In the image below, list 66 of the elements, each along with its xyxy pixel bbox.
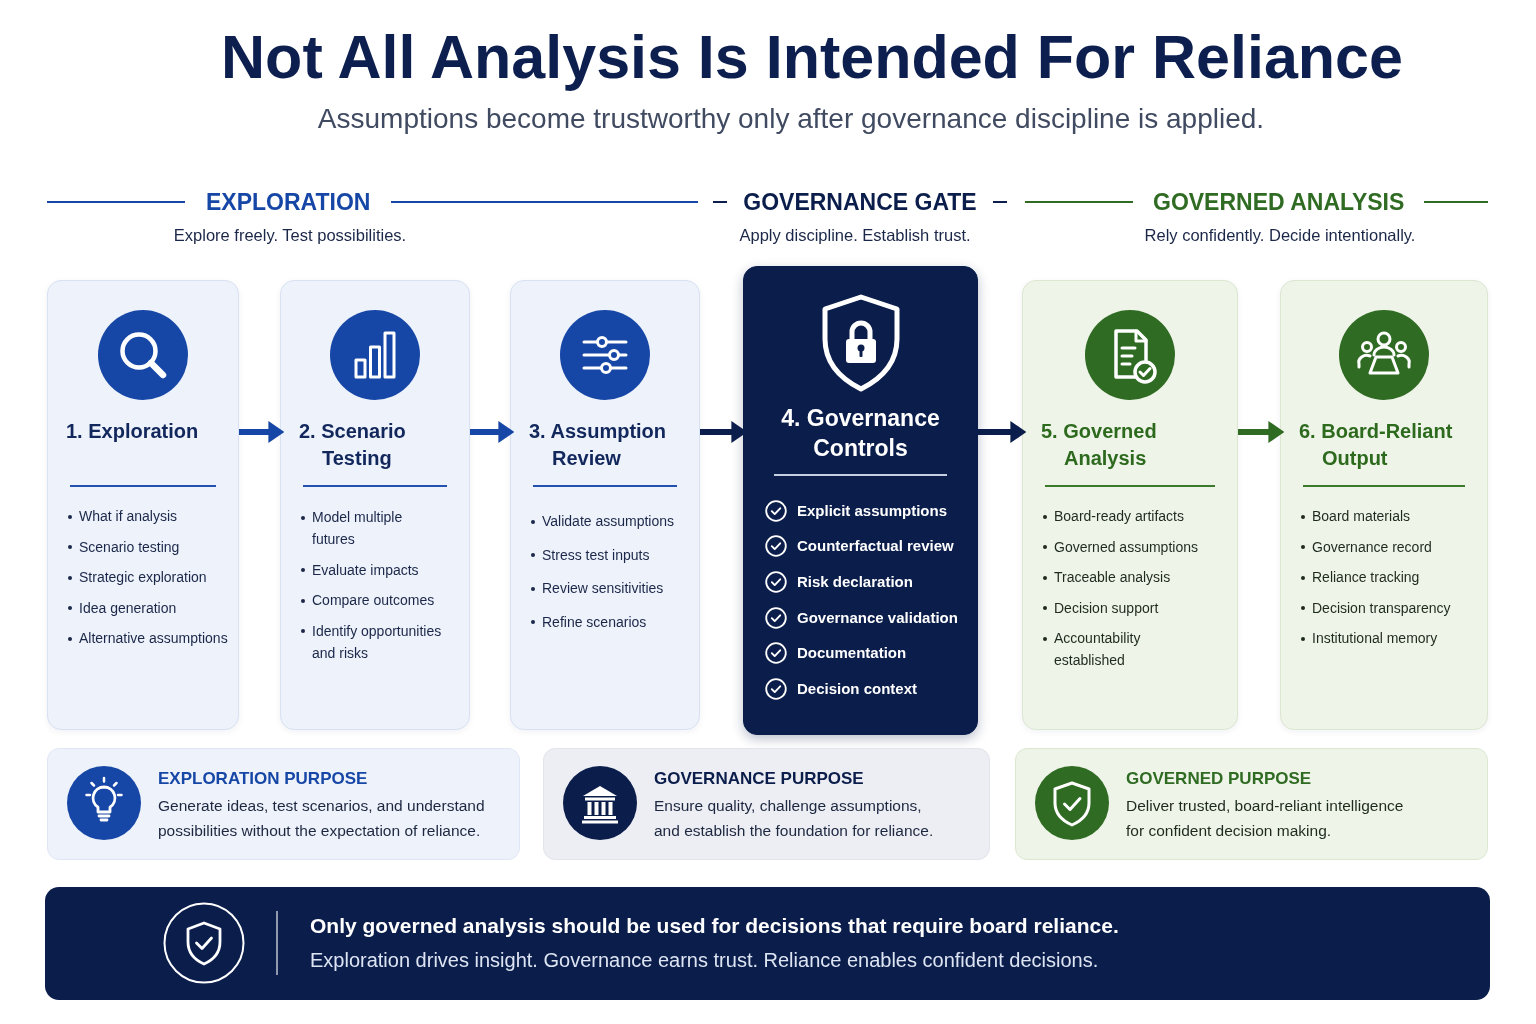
arrow [700, 421, 748, 443]
list-item: Governance record [1301, 535, 1432, 558]
page-title: Not All Analysis Is Intended For Reliance [221, 24, 1403, 91]
list-item: Accountability established [1043, 627, 1204, 671]
purpose-panel [47, 748, 520, 860]
stage-card [1280, 280, 1488, 730]
list-item: Decision context [797, 678, 918, 699]
purpose-panel [1015, 748, 1488, 860]
list-item: Risk declaration [797, 572, 913, 592]
section-heading: EXPLORATION [206, 188, 371, 216]
section-heading: GOVERNED ANALYSIS [1153, 188, 1405, 216]
list-item: Decision support [1043, 596, 1159, 619]
arrow [978, 421, 1027, 443]
stage-card [280, 280, 470, 730]
purpose-panel [543, 748, 990, 860]
panel-heading: GOVERNED PURPOSE [1126, 769, 1312, 789]
list-item: Traceable analysis [1043, 566, 1171, 588]
list-item: Identify opportunities and risks [301, 619, 446, 664]
section-tagline: Apply discipline. Establish trust. [739, 225, 971, 245]
list-item: Governed assumptions [1043, 535, 1198, 558]
stage-card [510, 280, 700, 730]
list-item: Stress test inputs [531, 543, 650, 566]
panel-text: Generate ideas, test scenarios, and understand possibilities without the expectation of reliance. [158, 796, 486, 841]
list-item: Decision transparency [1301, 596, 1451, 619]
arrow [470, 421, 515, 443]
card-heading: 1. Exploration [66, 419, 199, 444]
list-item: Board materials [1301, 505, 1411, 527]
list-item: Validate assumptions [531, 510, 675, 532]
panel-heading: EXPLORATION PURPOSE [158, 769, 368, 789]
card-heading: 5. Governed Analysis [1041, 419, 1158, 471]
list-item: What if analysis [68, 505, 178, 527]
list-item: Board-ready artifacts [1043, 505, 1184, 527]
list-item: Compare outcomes [301, 589, 435, 611]
list-item: Scenario testing [68, 535, 180, 558]
page-subtitle: Assumptions become trustworthy only after governance discipline is applied. [317, 102, 1265, 136]
list-item: Evaluate impacts [301, 558, 419, 581]
list-item: Alternative assumptions [68, 627, 228, 649]
card-heading: 2. Scenario Testing [299, 419, 407, 471]
list-item: Counterfactual review [797, 536, 954, 557]
section-tagline: Rely confidently. Decide intentionally. [1144, 225, 1416, 245]
list-item: Review sensitivities [531, 577, 664, 599]
card-heading: 3. Assumption Review [529, 419, 668, 471]
list-item: Model multiple futures [301, 506, 446, 550]
banner-text: Exploration drives insight. Governance earns trust. Reliance enables confident decisions. [310, 948, 1099, 972]
gate-card [743, 266, 978, 735]
stage-card [1022, 280, 1238, 730]
banner-heading: Only governed analysis should be used for decisions that require board reliance. [310, 913, 1119, 939]
section-heading: GOVERNANCE GATE [743, 188, 977, 216]
panel-heading: GOVERNANCE PURPOSE [654, 769, 864, 789]
panel-text: Deliver trusted, board-reliant intelligence for confident decision making. [1126, 796, 1405, 841]
list-item: Strategic exploration [68, 566, 207, 588]
arrow [239, 421, 285, 443]
list-item: Institutional memory [1301, 627, 1438, 649]
list-item: Reliance tracking [1301, 566, 1420, 588]
list-item: Documentation [797, 643, 907, 664]
list-item: Governance validation [797, 607, 958, 628]
panel-text: Ensure quality, challenge assumptions, and establish the foundation for reliance. [654, 796, 935, 841]
card-heading: 6. Board-Reliant Output [1299, 419, 1454, 471]
section-tagline: Explore freely. Test possibilities. [173, 225, 407, 245]
list-item: Refine scenarios [531, 610, 647, 633]
card-heading: 4. Governance Controls [780, 404, 941, 463]
list-item: Explicit assumptions [797, 500, 948, 521]
arrow [1238, 421, 1285, 443]
stage-card [47, 280, 239, 730]
message-banner [45, 887, 1490, 1000]
list-item: Idea generation [68, 596, 177, 619]
